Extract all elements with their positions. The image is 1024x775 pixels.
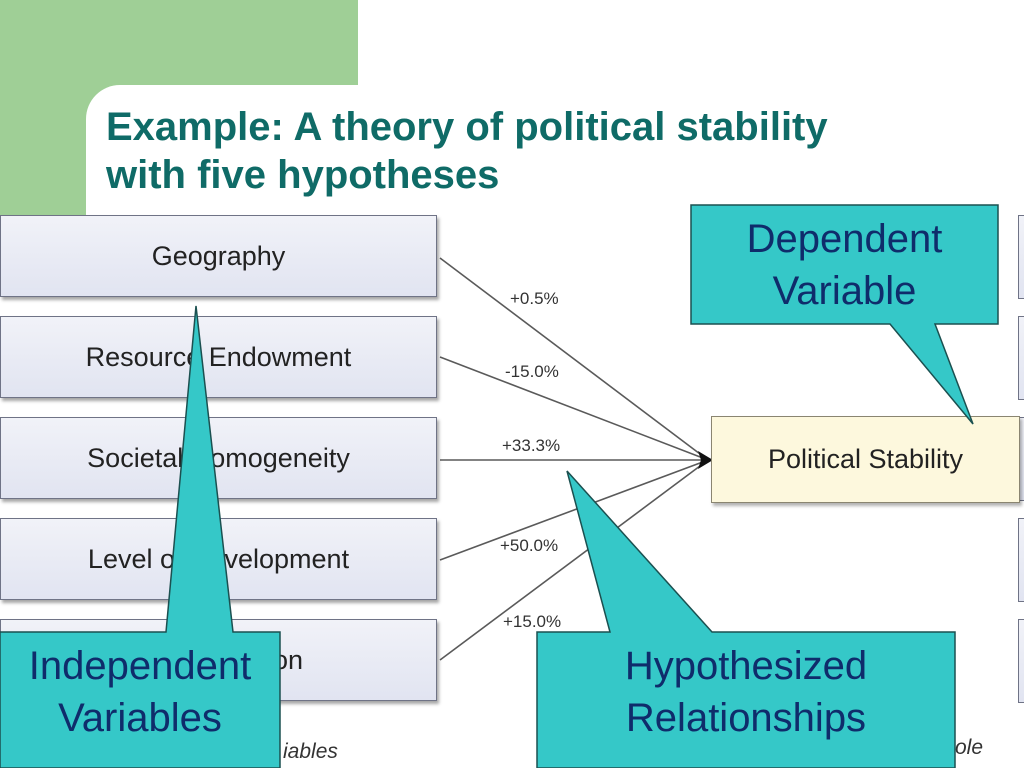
variable-label: Societal Homogeneity bbox=[87, 442, 350, 473]
right-edge-box bbox=[1018, 215, 1024, 299]
arrow-level-of-development bbox=[439, 459, 709, 561]
arrow-resource-endowment bbox=[439, 356, 709, 461]
relationship-label: +33.3% bbox=[502, 436, 561, 455]
callout-dependent-variable bbox=[690, 204, 999, 425]
dependent-variable-box: Political Stability bbox=[711, 416, 1020, 503]
slide-title-line-1: Example: A theory of political stability bbox=[106, 105, 828, 149]
variable-box-resource-endowment: Resource Endowment bbox=[0, 316, 437, 398]
callout-dependent-text: Dependent Variable bbox=[691, 213, 998, 317]
callout-hypothesized-text: Hypothesized Relationships bbox=[537, 640, 955, 744]
relationship-label: +15.0% bbox=[503, 612, 562, 631]
variable-label: Geography bbox=[151, 240, 286, 271]
relationship-label: +50.0% bbox=[500, 536, 559, 555]
callout-independent-text: Independent Variables bbox=[0, 640, 280, 744]
callout-line: Hypothesized bbox=[624, 644, 868, 688]
callout-line: Variable bbox=[772, 269, 917, 313]
callout-hypothesized-relationships bbox=[536, 470, 956, 768]
relationship-label: +0.5% bbox=[510, 289, 559, 308]
callout-line: Independent bbox=[28, 644, 252, 688]
callout-independent-variables bbox=[0, 305, 281, 768]
relationship-label: -15.0% bbox=[505, 362, 559, 381]
callout-line: Variables bbox=[58, 696, 222, 740]
slide-title: Example: A theory of political stability… bbox=[106, 103, 986, 199]
callout-line: Dependent bbox=[746, 217, 943, 261]
cut-off-text-left: iables bbox=[283, 740, 338, 763]
arrow-geography bbox=[439, 257, 709, 461]
arrow-fifth-variable bbox=[439, 459, 709, 661]
callout-line: Relationships bbox=[625, 696, 867, 740]
right-edge-box bbox=[1018, 316, 1024, 400]
cut-off-text-right: ole bbox=[955, 736, 984, 759]
right-edge-box bbox=[1018, 619, 1024, 703]
variable-box-societal-homogeneity: Societal Homogeneity bbox=[0, 417, 437, 499]
variable-label: Resource Endowment bbox=[85, 341, 352, 372]
variable-box-geography: Geography bbox=[0, 215, 437, 297]
arrowhead bbox=[698, 451, 713, 469]
right-edge-box bbox=[1018, 518, 1024, 602]
slide-title-line-2: with five hypotheses bbox=[106, 153, 500, 197]
